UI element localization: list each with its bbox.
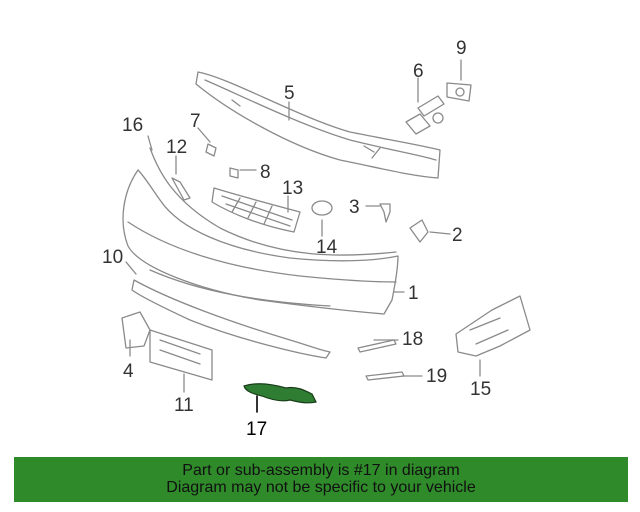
- part-10-absorber: [131, 279, 331, 359]
- banner-line-2: Diagram may not be specific to your vehi…: [166, 479, 476, 496]
- callout-7: 7: [190, 111, 201, 132]
- callout-18: 18: [402, 329, 424, 350]
- callout-9: 9: [456, 38, 467, 59]
- part-13-grille: [211, 187, 301, 233]
- callout-12: 12: [166, 137, 188, 158]
- part-2-clip: [409, 219, 429, 243]
- part-17-highlighted: [243, 383, 317, 404]
- part-18-strip: [357, 339, 397, 353]
- part-9-cover: [446, 82, 472, 102]
- info-banner: Part or sub-assembly is #17 in diagram D…: [14, 457, 628, 502]
- part-14-cap: [311, 200, 333, 216]
- part-7-clip: [205, 143, 217, 157]
- part-12-bracket: [171, 177, 191, 201]
- part-11-plate-bracket: [149, 329, 213, 381]
- part-4-bracket: [121, 311, 151, 349]
- callout-19: 19: [426, 366, 448, 387]
- callout-6: 6: [413, 61, 424, 82]
- part-15-duct: [455, 295, 531, 357]
- callout-17-highlighted: 17: [246, 419, 268, 440]
- callout-11: 11: [174, 395, 194, 416]
- callout-15: 15: [470, 379, 492, 400]
- callout-13: 13: [282, 178, 304, 199]
- callout-4: 4: [123, 361, 134, 382]
- part-5-reinforcement: [195, 71, 441, 179]
- diagram-drawing: [121, 59, 531, 413]
- callout-16: 16: [122, 115, 144, 136]
- part-6-tow-hook: [405, 95, 445, 135]
- callout-2: 2: [452, 225, 463, 246]
- callout-14: 14: [316, 237, 338, 258]
- part-19-strip: [365, 371, 405, 381]
- part-3-fastener: [379, 203, 391, 223]
- callout-8: 8: [260, 162, 271, 183]
- callout-10: 10: [102, 247, 124, 268]
- part-8-clip: [229, 167, 239, 179]
- part-1-bumper-cover: [122, 169, 399, 315]
- banner-line-1: Part or sub-assembly is #17 in diagram: [182, 462, 460, 479]
- callout-5: 5: [284, 83, 295, 104]
- part-16-strip: [149, 147, 397, 256]
- parts-diagram: 5 6 9 7 16 12 8 13 3 2 14 10 1 18 4 19 1…: [102, 38, 531, 440]
- callout-3: 3: [349, 197, 360, 218]
- callout-1: 1: [408, 283, 419, 304]
